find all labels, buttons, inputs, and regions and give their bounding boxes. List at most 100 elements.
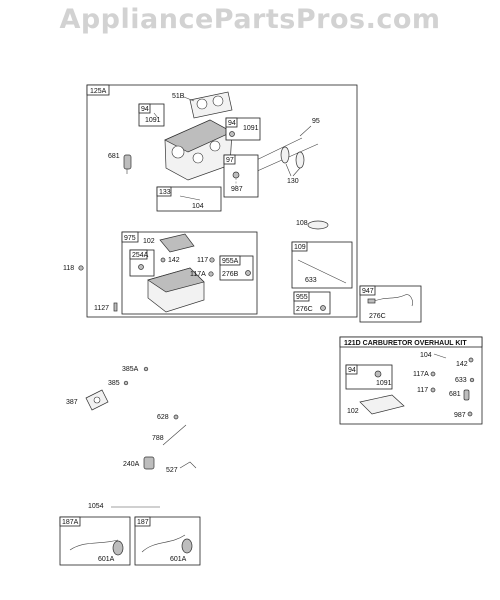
label-254A: 254A	[132, 252, 149, 259]
tag-94-left	[138, 103, 151, 114]
jet-1091-right	[229, 131, 235, 137]
tag-94-right	[225, 117, 238, 128]
kit-label-633: 633	[455, 377, 467, 384]
tag-97	[223, 154, 236, 165]
tag-187A[interactable]	[59, 516, 81, 527]
tag-947[interactable]	[359, 285, 376, 296]
label-628: 628	[157, 414, 169, 421]
label-187A: 187A	[62, 519, 79, 526]
part-240A[interactable]	[143, 456, 155, 470]
kit-part-104	[433, 353, 447, 359]
label-97: 97	[226, 157, 234, 164]
kit-jet-1091	[374, 370, 382, 378]
part-117A	[208, 271, 214, 277]
solenoid-681[interactable]	[123, 154, 132, 174]
label-987: 987	[231, 186, 243, 193]
link-187[interactable]	[141, 534, 186, 553]
gasket-108[interactable]	[307, 220, 329, 230]
gasket-51B[interactable]	[189, 91, 233, 119]
label-187: 187	[137, 519, 149, 526]
spring-527[interactable]	[179, 461, 197, 469]
label-1127: 1127	[94, 305, 109, 312]
part-1127[interactable]	[113, 302, 118, 312]
kit-part-117	[430, 387, 436, 393]
label-240A: 240A	[123, 461, 140, 468]
float-bowl[interactable]	[147, 267, 205, 313]
group-187A-frame	[59, 516, 131, 566]
label-387: 387	[66, 399, 78, 406]
part-385[interactable]	[123, 380, 129, 386]
kit-label-94: 94	[348, 367, 356, 374]
label-94-left: 94	[141, 106, 149, 113]
part-142	[160, 257, 166, 263]
label-955A: 955A	[222, 258, 239, 265]
screw-987	[232, 171, 240, 179]
kit-part-633	[469, 377, 475, 383]
kit-part-987	[467, 411, 473, 417]
label-117A: 117A	[190, 271, 206, 278]
part-118[interactable]	[78, 265, 84, 271]
label-276C-wire: 276C	[369, 313, 386, 320]
label-125A: 125A	[90, 88, 107, 95]
throttle-plate-130-b[interactable]	[295, 151, 305, 169]
label-117: 117	[197, 257, 208, 264]
label-947: 947	[362, 288, 374, 295]
label-681: 681	[108, 153, 120, 160]
bushing-601A-a[interactable]	[112, 540, 124, 556]
label-1091-right: 1091	[243, 125, 259, 132]
label-385: 385	[108, 380, 120, 387]
tag-955A	[219, 255, 241, 266]
tag-133	[156, 186, 172, 197]
kit-label-987: 987	[454, 412, 466, 419]
label-130: 130	[287, 178, 299, 185]
gasket-102[interactable]	[159, 233, 195, 253]
tag-109	[291, 241, 308, 252]
bushing-601A-b[interactable]	[181, 538, 193, 554]
label-94-right: 94	[228, 120, 236, 127]
leader-130-a	[285, 163, 292, 177]
kit-label-681: 681	[449, 391, 461, 398]
part-117	[209, 257, 215, 263]
label-109: 109	[294, 244, 306, 251]
part-385A[interactable]	[143, 366, 149, 372]
link-788[interactable]	[162, 424, 187, 446]
connector-947	[367, 298, 376, 304]
plate-387[interactable]	[85, 389, 109, 411]
label-276B: 276B	[222, 271, 239, 278]
kit-label-117A: 117A	[413, 371, 429, 378]
tag-975[interactable]	[121, 231, 139, 243]
part-276C	[320, 305, 326, 311]
kit-label-102: 102	[347, 408, 359, 415]
label-527: 527	[166, 467, 178, 474]
label-51B: 51B	[172, 93, 185, 100]
tag-254A	[129, 249, 148, 260]
needle-254A	[138, 264, 144, 270]
label-104: 104	[192, 203, 204, 210]
part-628[interactable]	[173, 414, 179, 420]
label-955: 955	[296, 294, 308, 301]
assembly-125A-tag[interactable]	[86, 84, 110, 96]
link-187A[interactable]	[69, 539, 119, 551]
label-102: 102	[143, 238, 155, 245]
part-276B	[245, 270, 251, 276]
leader-95	[299, 125, 312, 137]
label-276C: 276C	[296, 306, 313, 313]
label-95: 95	[312, 118, 320, 125]
part-104-pin	[179, 195, 201, 201]
wire-947[interactable]	[371, 294, 413, 307]
carburetor-body[interactable]	[164, 119, 233, 181]
label-633: 633	[305, 277, 317, 284]
kit-part-142	[468, 357, 474, 363]
kit-121D-header	[339, 336, 483, 348]
rod-633[interactable]	[297, 259, 347, 284]
kit-part-117A	[430, 371, 436, 377]
group-187-frame	[134, 516, 201, 566]
kit-gasket-102[interactable]	[359, 394, 405, 415]
group-975-frame	[121, 231, 258, 315]
throttle-plate-130-a[interactable]	[280, 146, 290, 164]
label-601A-b: 601A	[170, 556, 187, 563]
screw-94-left	[153, 112, 159, 119]
tag-187[interactable]	[134, 516, 151, 527]
label-1054: 1054	[88, 503, 104, 510]
